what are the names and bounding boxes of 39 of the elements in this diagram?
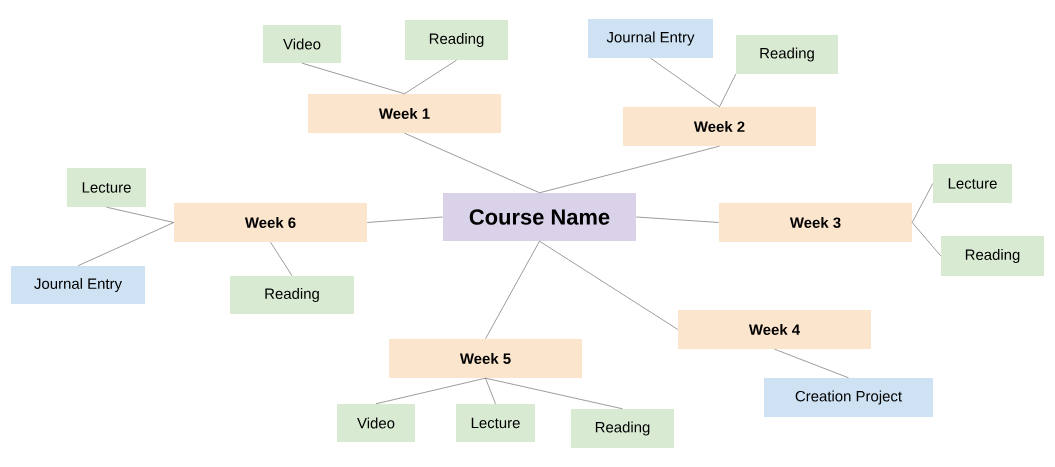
- connector-line: [539, 145, 720, 194]
- activity-box: Lecture: [67, 168, 146, 207]
- activity-box: Reading: [736, 35, 838, 74]
- week-box: Week 3: [719, 203, 912, 242]
- connector-line: [77, 222, 175, 267]
- connector-line: [404, 59, 457, 95]
- connector-line: [911, 222, 942, 257]
- connector-line: [485, 240, 540, 340]
- week-box: Week 2: [623, 107, 816, 146]
- activity-box: Reading: [571, 409, 674, 448]
- connector-line: [375, 377, 486, 405]
- assignment-box: Journal Entry: [11, 266, 145, 304]
- connector-line: [539, 240, 679, 330]
- week-box: Week 6: [174, 203, 367, 242]
- week-box: Week 1: [308, 94, 501, 133]
- connector-line: [485, 377, 623, 410]
- activity-box: Lecture: [456, 404, 535, 442]
- connector-line: [301, 62, 405, 95]
- assignment-box: Journal Entry: [588, 19, 713, 58]
- connector-line: [774, 348, 849, 379]
- week-box: Week 4: [678, 310, 871, 349]
- connector-line: [270, 241, 293, 277]
- activity-box: Reading: [405, 20, 508, 60]
- connector-line: [650, 57, 720, 108]
- connector-line: [485, 377, 496, 405]
- activity-box: Reading: [230, 276, 354, 314]
- connector-line: [635, 216, 720, 223]
- connector-line: [719, 73, 737, 108]
- activity-box: Reading: [941, 236, 1044, 276]
- topic-box: Course Name: [443, 193, 636, 241]
- connector-line: [911, 183, 934, 223]
- activity-box: Lecture: [933, 164, 1012, 203]
- activity-box: Video: [263, 25, 341, 63]
- connector-line: [366, 216, 444, 223]
- connector-line: [404, 132, 540, 194]
- assignment-box: Creation Project: [764, 378, 933, 417]
- connector-line: [106, 206, 175, 223]
- week-box: Week 5: [389, 339, 582, 378]
- activity-box: Video: [337, 404, 415, 442]
